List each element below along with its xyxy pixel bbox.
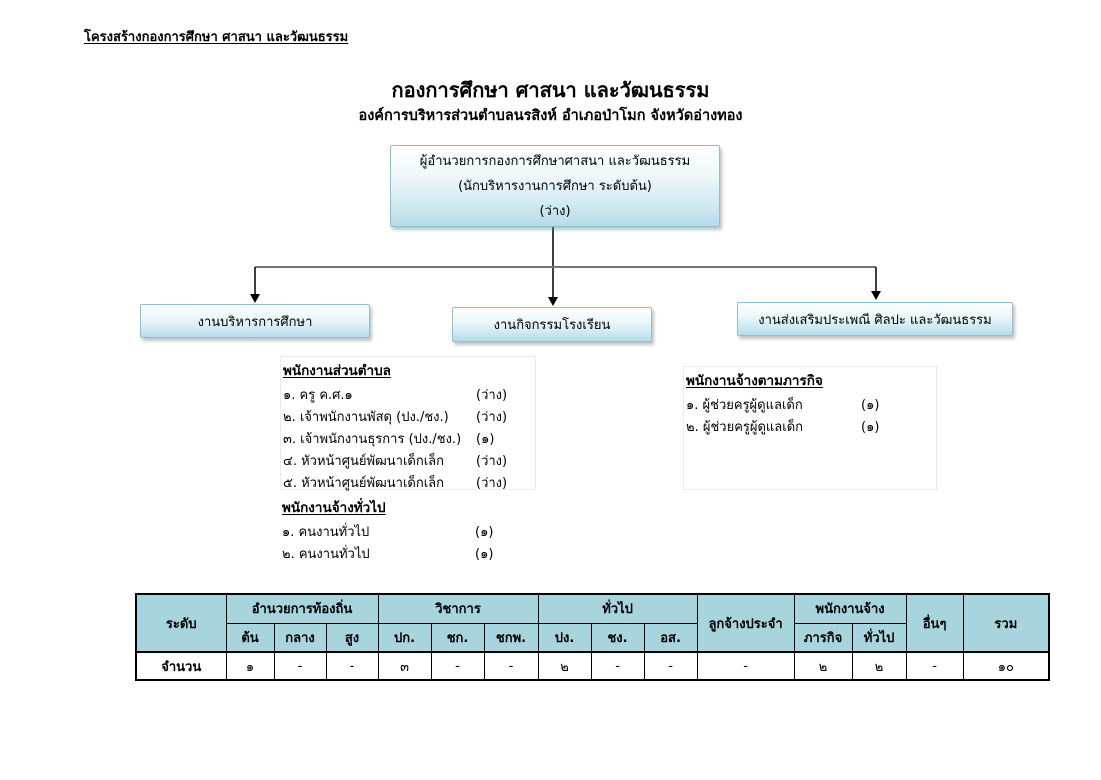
arrowhead-left-icon: [250, 294, 260, 303]
staff-name: ๒. ผู้ช่วยครูผู้ดูแลเด็ก: [686, 420, 804, 435]
staff-name: ๕. หัวหน้าศูนย์พัฒนาเด็กเล็ก: [283, 476, 445, 491]
header-total: รวม: [962, 593, 1050, 653]
list-item: ๕. หัวหน้าศูนย์พัฒนาเด็กเล็ก (ว่าง): [283, 473, 535, 495]
org-box-director: ผู้อำนวยการกองการศึกษาศาสนา และวัฒนธรรม …: [390, 145, 720, 227]
cell-value: ๑๐: [962, 651, 1050, 681]
header-other: อื่นๆ: [905, 593, 964, 653]
cell-value: -: [430, 651, 485, 681]
subheader: ภารกิจ: [793, 622, 853, 653]
subheader: ชกพ.: [483, 622, 539, 653]
table-header-row-1: ระดับ อำนวยการท้องถิ่น วิชาการ ทั่วไป ลู…: [135, 593, 1050, 653]
staff-name: ๑. คนงานทั่วไป: [282, 525, 370, 540]
staff-count: (๑): [861, 420, 880, 435]
header-group-academic: วิชาการ: [377, 593, 539, 624]
org-box-school-activities: งานกิจกรรมโรงเรียน: [452, 307, 652, 342]
staff-name: ๓. เจ้าพนักงานธุรการ (ปง./ชง.): [283, 432, 462, 447]
cell-value: -: [696, 651, 795, 681]
table-header-row-2: ต้น กลาง สูง ปก. ชก. ชกพ. ปง. ชง. อส. ภา…: [136, 622, 1049, 653]
staff-list-general-hires: พนักงานจ้างทั่วไป ๑. คนงานทั่วไป (๑) ๒. …: [282, 496, 536, 566]
cell-value: ๓: [377, 651, 432, 681]
org-box-education-admin: งานบริหารการศึกษา: [140, 304, 370, 338]
cell-value: -: [273, 651, 327, 681]
staff-name: ๒. คนงานทั่วไป: [282, 547, 370, 562]
staff-count: (ว่าง): [476, 454, 508, 469]
list-item: ๓. เจ้าพนักงานธุรการ (ปง./ชง.) (๑): [283, 429, 535, 451]
subheader: ปง.: [537, 622, 592, 653]
subheader: ชง.: [590, 622, 645, 653]
cell-value: ๒: [793, 651, 853, 681]
subheader: ปก.: [377, 622, 432, 653]
list-item: ๔. หัวหน้าศูนย์พัฒนาเด็กเล็ก (ว่าง): [283, 451, 535, 473]
cell-value: -: [325, 651, 379, 681]
cell-value: ๒: [851, 651, 907, 681]
staff-count: (ว่าง): [476, 476, 508, 491]
cell-value: -: [643, 651, 698, 681]
header-group-local-admin: อำนวยการท้องถิ่น: [225, 593, 379, 624]
staff-count: (ว่าง): [476, 388, 508, 403]
subheader: อส.: [643, 622, 698, 653]
cell-value: ๑: [225, 651, 275, 681]
staff-list-heading: พนักงานส่วนตำบล: [283, 363, 391, 379]
table-row: จำนวน ๑ - - ๓ - - ๒ - - - ๒ ๒ - ๑๐: [135, 651, 1050, 681]
staff-name: ๒. เจ้าพนักงานพัสดุ (ปง./ชง.): [283, 410, 449, 425]
list-item: ๑. ครู ค.ศ.๑ (ว่าง): [283, 385, 535, 407]
division-label: งานกิจกรรมโรงเรียน: [493, 318, 611, 333]
staff-list-heading: พนักงานจ้างตามภารกิจ: [686, 373, 823, 389]
header-group-general: ทั่วไป: [537, 593, 698, 624]
page-title: กองการศึกษา ศาสนา และวัฒนธรรม: [391, 78, 710, 102]
staff-list-municipal-employees: พนักงานส่วนตำบล ๑. ครู ค.ศ.๑ (ว่าง) ๒. เ…: [280, 356, 536, 491]
subheader: สูง: [325, 622, 379, 653]
arrowhead-middle-icon: [548, 297, 558, 306]
director-title: ผู้อำนวยการกองการศึกษาศาสนา และวัฒนธรรม: [419, 153, 691, 169]
staff-name: ๔. หัวหน้าศูนย์พัฒนาเด็กเล็ก: [283, 454, 445, 469]
list-item: ๑. ผู้ช่วยครูผู้ดูแลเด็ก (๑): [686, 395, 936, 417]
cell-value: -: [483, 651, 539, 681]
director-vacancy: (ว่าง): [539, 203, 571, 219]
header-permanent-employee: ลูกจ้างประจำ: [696, 593, 795, 653]
staff-count: (๑): [475, 525, 494, 540]
doc-heading: โครงสร้างกองการศึกษา ศาสนา และวัฒนธรรม: [84, 30, 349, 45]
staff-count: (๑): [476, 432, 495, 447]
staff-summary-table: ระดับ อำนวยการท้องถิ่น วิชาการ ทั่วไป ลู…: [135, 593, 1051, 681]
director-position: (นักบริหารงานการศึกษา ระดับต้น): [458, 178, 652, 194]
header-level: ระดับ: [135, 593, 227, 653]
list-item: ๑. คนงานทั่วไป (๑): [282, 522, 536, 544]
staff-count: (๑): [475, 547, 494, 562]
staff-list-mission-hires: พนักงานจ้างตามภารกิจ ๑. ผู้ช่วยครูผู้ดูแ…: [683, 366, 937, 490]
list-item: ๒. เจ้าพนักงานพัสดุ (ปง./ชง.) (ว่าง): [283, 407, 535, 429]
header-group-hired: พนักงานจ้าง: [793, 593, 907, 624]
division-label: งานส่งเสริมประเพณี ศิลปะ และวัฒนธรรม: [758, 312, 992, 328]
subheader: ต้น: [225, 622, 275, 653]
row-label: จำนวน: [135, 651, 227, 681]
staff-name: ๑. ครู ค.ศ.๑: [283, 388, 353, 403]
staff-count: (ว่าง): [476, 410, 508, 425]
subheader: ทั่วไป: [851, 622, 907, 653]
cell-value: -: [905, 651, 964, 681]
staff-name: ๑. ผู้ช่วยครูผู้ดูแลเด็ก: [686, 398, 803, 413]
staff-count: (๑): [861, 398, 880, 413]
subheader: ชก.: [430, 622, 485, 653]
page-subtitle: องค์การบริหารส่วนตำบลนรสิงห์ อำเภอป่าโมก…: [358, 108, 743, 124]
list-item: ๒. คนงานทั่วไป (๑): [282, 544, 536, 566]
org-box-culture-promotion: งานส่งเสริมประเพณี ศิลปะ และวัฒนธรรม: [737, 302, 1013, 336]
subheader: กลาง: [273, 622, 327, 653]
staff-list-heading: พนักงานจ้างทั่วไป: [282, 500, 386, 516]
cell-value: ๒: [537, 651, 592, 681]
arrowhead-right-icon: [871, 291, 881, 300]
cell-value: -: [590, 651, 645, 681]
list-item: ๒. ผู้ช่วยครูผู้ดูแลเด็ก (๑): [686, 417, 936, 439]
division-label: งานบริหารการศึกษา: [197, 314, 313, 330]
